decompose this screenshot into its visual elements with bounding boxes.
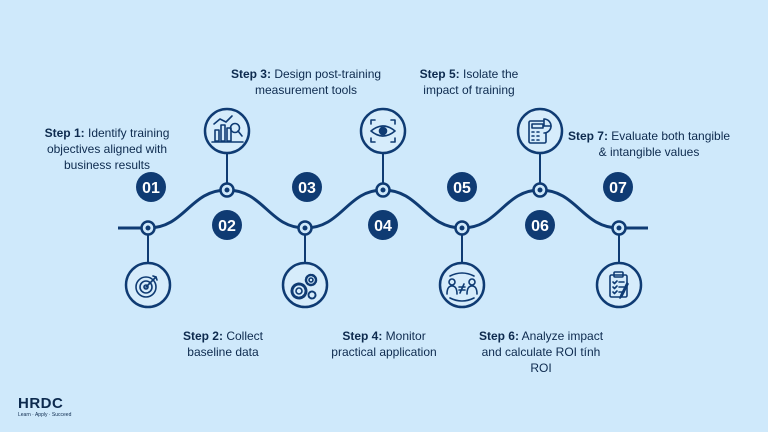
step-6-text: Analyze impact and calculate ROI tính RO… <box>481 329 604 375</box>
step-1-title: Step 1: <box>44 126 85 140</box>
svg-text:06: 06 <box>531 218 549 235</box>
timeline-nodes <box>140 182 627 236</box>
icon-circle-7 <box>595 261 643 309</box>
step-3-title: Step 3: <box>230 67 271 81</box>
svg-text:05: 05 <box>453 180 471 197</box>
calculator-chart-icon <box>528 118 552 144</box>
step-3-label: Step 3: Design post-training measurement… <box>225 66 387 98</box>
step-3-text: Design post-training measurement tools <box>254 67 382 97</box>
step-6-label: Step 6: Analyze impact and calculate ROI… <box>478 328 604 376</box>
step-5-text: Isolate the impact of training <box>423 67 519 97</box>
step-2-label: Step 2: Collect baseline data <box>175 328 271 360</box>
node-7 <box>611 220 627 236</box>
step-1-label: Step 1: Identify training objectives ali… <box>34 125 180 173</box>
icon-circle-5 <box>438 261 486 309</box>
connectors <box>147 152 620 262</box>
step-4-text: Monitor practical application <box>331 329 437 359</box>
target-icon <box>135 275 158 298</box>
svg-text:04: 04 <box>374 218 392 235</box>
hrdc-logo: HRDC Learn · Apply · Succeed <box>18 396 71 419</box>
node-5 <box>454 220 470 236</box>
step-5-title: Step 5: <box>419 67 460 81</box>
step-6-title: Step 6: <box>478 329 519 343</box>
svg-text:02: 02 <box>218 218 236 235</box>
step-2-text: Collect baseline data <box>187 329 264 359</box>
gears-icon <box>290 273 318 300</box>
step-number-badge-05: 05 <box>447 172 477 202</box>
step-1-text: Identify training objectives aligned wit… <box>46 126 170 172</box>
svg-text:07: 07 <box>609 180 627 197</box>
node-6 <box>532 182 548 198</box>
bar-chart-search-icon <box>211 115 244 143</box>
step-7-title: Step 7: <box>567 129 608 143</box>
step-4-title: Step 4: <box>342 329 383 343</box>
node-4 <box>375 182 391 198</box>
step-number-badge-06: 06 <box>525 210 555 240</box>
step-5-label: Step 5: Isolate the impact of training <box>413 66 525 98</box>
clipboard-checklist-icon <box>609 271 629 299</box>
step-number-badge-02: 02 <box>212 210 242 240</box>
logo-tagline: Learn · Apply · Succeed <box>18 412 72 418</box>
step-number-badge-04: 04 <box>368 210 398 240</box>
icon-circle-6 <box>516 107 564 155</box>
node-2 <box>219 182 235 198</box>
step-number-badge-01: 01 <box>136 172 166 202</box>
step-4-label: Step 4: Monitor practical application <box>320 328 448 360</box>
svg-text:03: 03 <box>298 180 316 197</box>
step-7-label: Step 7: Evaluate both tangible & intangi… <box>566 128 732 160</box>
node-1 <box>140 220 156 236</box>
step-2-title: Step 2: <box>182 329 223 343</box>
eye-focus-icon <box>370 119 396 143</box>
node-3 <box>297 220 313 236</box>
step-7-text: Evaluate both tangible & intangible valu… <box>598 129 731 159</box>
svg-text:01: 01 <box>142 180 160 197</box>
step-number-badge-03: 03 <box>292 172 322 202</box>
logo-name: HRDC <box>18 395 64 412</box>
step-number-badge-07: 07 <box>603 172 633 202</box>
people-not-equal-icon <box>446 272 478 302</box>
